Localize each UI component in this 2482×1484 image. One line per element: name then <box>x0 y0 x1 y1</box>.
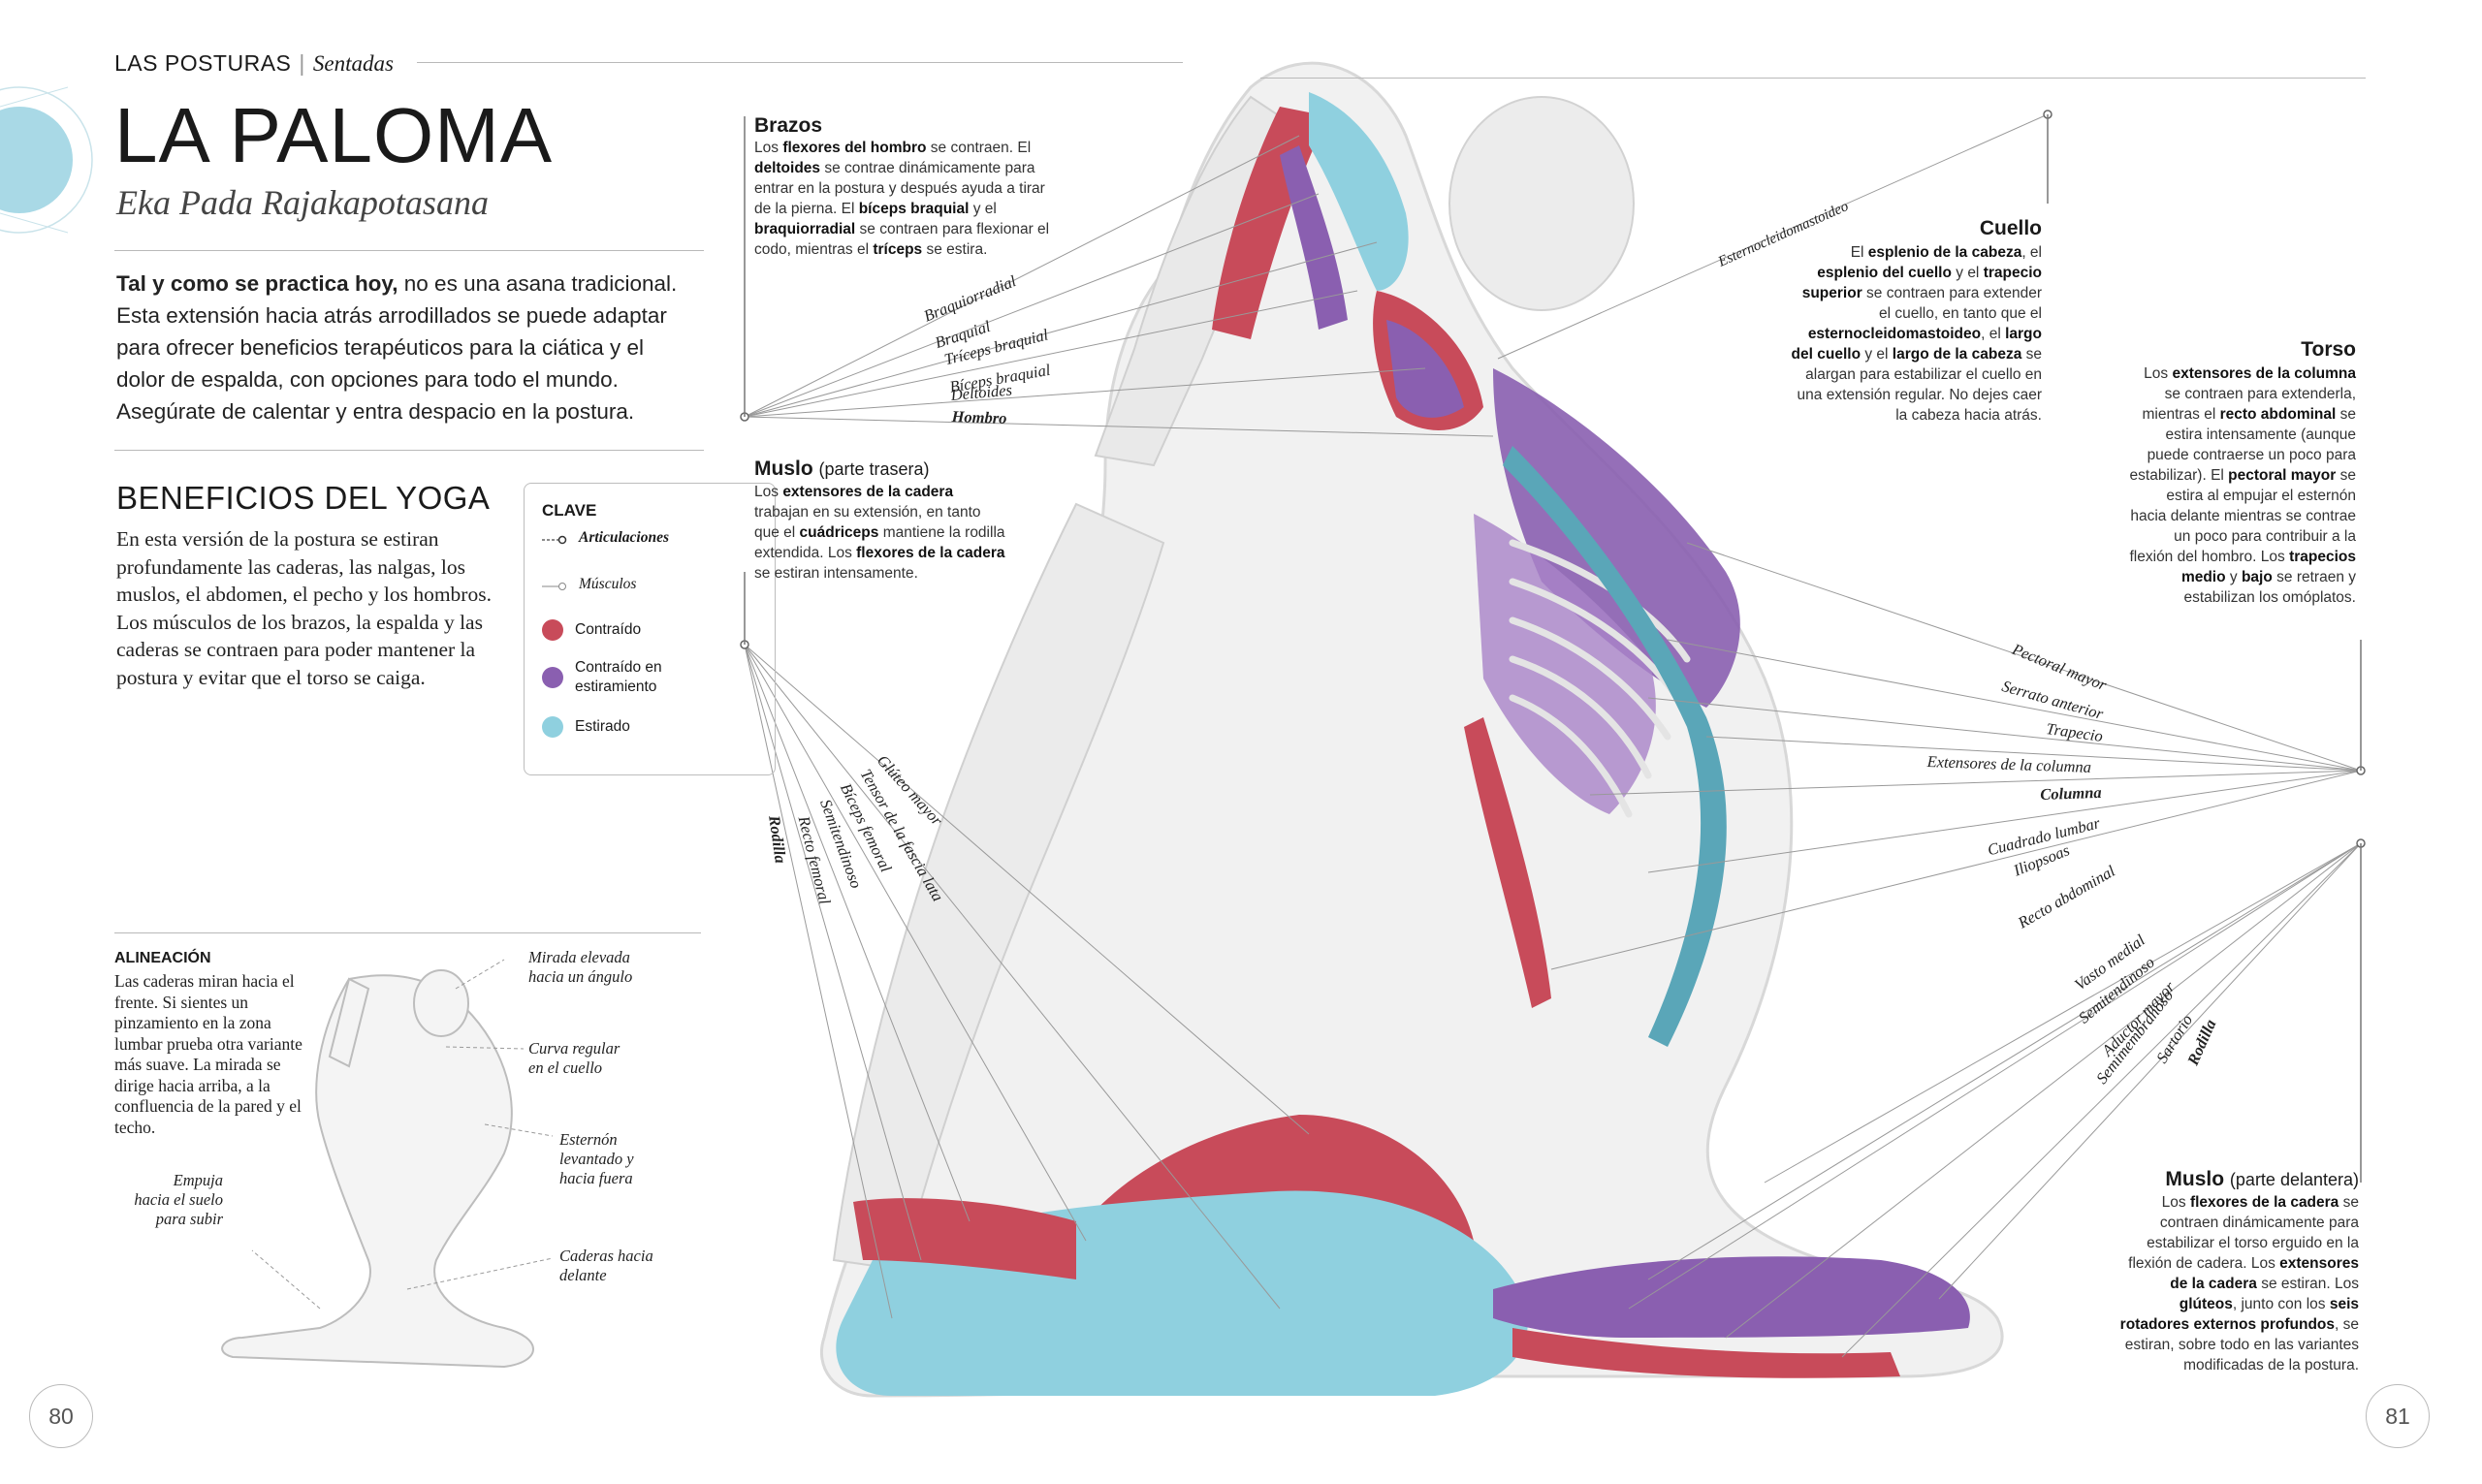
label-hombro: Hombro <box>951 407 1007 427</box>
key-cs-label-1: Contraído en <box>575 659 662 676</box>
section-header: LAS POSTURAS|Sentadas <box>114 50 394 76</box>
key-contracted-stretch: Contraído en estiramiento <box>542 658 662 697</box>
key-muscles-label: Músculos <box>579 576 637 592</box>
contracted-stretch-swatch <box>542 667 563 688</box>
brazos-text: Los flexores del hombro se contraen. El … <box>754 140 1050 258</box>
muscle-line-icon <box>542 579 567 590</box>
key-legend: CLAVE Articulaciones Músculos Contraído … <box>524 483 776 775</box>
stretched-swatch <box>542 716 563 738</box>
key-stretched-label: Estirado <box>575 718 630 735</box>
page-number-left: 80 <box>29 1384 93 1448</box>
title-rule <box>114 250 704 251</box>
alignment-text: Las caderas miran hacia el frente. Si si… <box>114 971 302 1137</box>
torso-text: Los extensores de la columna se contraen… <box>2129 365 2357 606</box>
joint-line-icon <box>542 532 567 545</box>
key-muscles: Músculos <box>542 575 636 594</box>
torso-title: Torso <box>2301 338 2356 361</box>
key-joints: Articulaciones <box>542 528 669 548</box>
cuello-text: El esplenio de la cabeza, el esplenio de… <box>1791 244 2042 424</box>
header-rule-left <box>417 62 1183 63</box>
contracted-swatch <box>542 619 563 641</box>
key-contracted-label: Contraído <box>575 621 642 638</box>
muslo-delantera-title: Muslo (parte delantera) <box>2165 1168 2359 1190</box>
benefits-text: En esta versión de la postura se estiran… <box>116 527 492 689</box>
alignment-title: ALINEACIÓN <box>114 950 211 966</box>
intro-text: no es una asana tradicional. Esta extens… <box>116 271 678 424</box>
muslo-delantera-text: Los flexores de la cadera se contraen di… <box>2119 1194 2359 1373</box>
alignment-figure <box>221 969 534 1369</box>
page-subtitle: Eka Pada Rajakapotasana <box>116 183 489 222</box>
cuello-title: Cuello <box>1979 217 2042 239</box>
muslo-trasera-title: Muslo (parte trasera) <box>754 458 930 480</box>
alignment-rule <box>114 932 701 933</box>
key-joints-label: Articulaciones <box>579 529 670 546</box>
leader-lines <box>744 113 2362 1358</box>
intro-rule <box>114 450 704 451</box>
subsection-name: Sentadas <box>312 51 394 76</box>
alignment-box: ALINEACIÓN Las caderas miran hacia el fr… <box>114 932 701 1390</box>
page-tab-decoration <box>0 86 93 234</box>
section-name: LAS POSTURAS <box>114 50 292 76</box>
label-columna: Columna <box>2040 782 2102 804</box>
page-title: LA PALOMA <box>114 92 554 178</box>
benefits-title: BENEFICIOS DEL YOGA <box>116 480 491 516</box>
header-rule-right <box>1260 78 2366 79</box>
key-title: CLAVE <box>542 501 597 520</box>
body-silhouette <box>819 61 2004 1398</box>
muslo-trasera-text: Los extensores de la cadera trabajan en … <box>754 484 1005 582</box>
intro-paragraph: Tal y como se practica hoy, no es una as… <box>116 268 698 427</box>
key-contracted: Contraído <box>542 619 641 641</box>
muscles <box>836 92 1970 1396</box>
intro-lead: Tal y como se practica hoy, <box>116 271 398 296</box>
brazos-title: Brazos <box>754 114 823 137</box>
key-stretched: Estirado <box>542 716 630 738</box>
page-number-right: 81 <box>2366 1384 2430 1448</box>
key-cs-label-2: estiramiento <box>575 679 657 695</box>
